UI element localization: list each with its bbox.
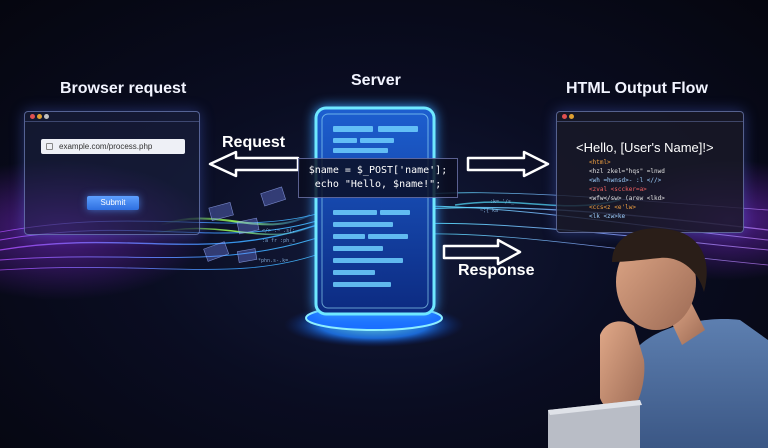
server-title: Server [351,72,401,89]
output-code-line: <hzl zkel="hqs" =lnwd [589,168,665,175]
code-line-2: echo "Hello, $name!"; [314,179,442,190]
output-heading: <Hello, [User's Name]!> [576,140,714,155]
output-code-line: <lk <zw>ke [589,213,626,220]
output-code-line: <html> [589,159,611,166]
browser-title-bar [25,112,199,122]
html-output-window: <Hello, [User's Name]!> <html> <hzl zkel… [556,111,744,233]
submit-button[interactable]: Submit [87,196,139,210]
svg-text::a fr :ph_s: :a fr :ph_s [262,238,295,244]
maximize-dot-icon [44,114,49,119]
server-code-snippet: $name = $_POST['name']; echo "Hello, $na… [298,158,458,198]
svg-text:~;{ ka: ~;{ ka [480,208,498,214]
browser-request-title: Browser request [60,80,187,97]
svg-text::k= '/s_: :k= '/s_ [490,199,515,205]
minimize-dot-icon [569,114,574,119]
output-title-bar [557,112,743,122]
response-label: Response [458,262,535,279]
html-output-title: HTML Output Flow [566,80,708,97]
minimize-dot-icon [37,114,42,119]
code-line-1: $name = $_POST['name']; [308,165,448,176]
url-input[interactable]: example.com/process.php [41,139,185,154]
output-code-lines: <html> <hzl zkel="hqs" =lnwd <wh =hwnsd>… [589,158,665,221]
output-code-line: <zval <sccker=a> [589,186,647,193]
lock-icon [46,143,53,150]
svg-text:</> :~ .s{;: </> :~ .s{; [262,228,295,234]
close-dot-icon [562,114,567,119]
url-text: example.com/process.php [59,142,153,151]
svg-text:*phn.s-.k=: *phn.s-.k= [258,258,288,264]
output-code-line: <wfw</sw> (arew <lkd> [589,195,665,202]
output-code-line: <wh =hwnsd>- :l <//> [589,177,662,184]
request-label: Request [222,134,286,151]
close-dot-icon [30,114,35,119]
browser-window: example.com/process.php Submit [24,111,200,235]
output-code-line: <ccs<z <e'lw> [589,204,636,211]
